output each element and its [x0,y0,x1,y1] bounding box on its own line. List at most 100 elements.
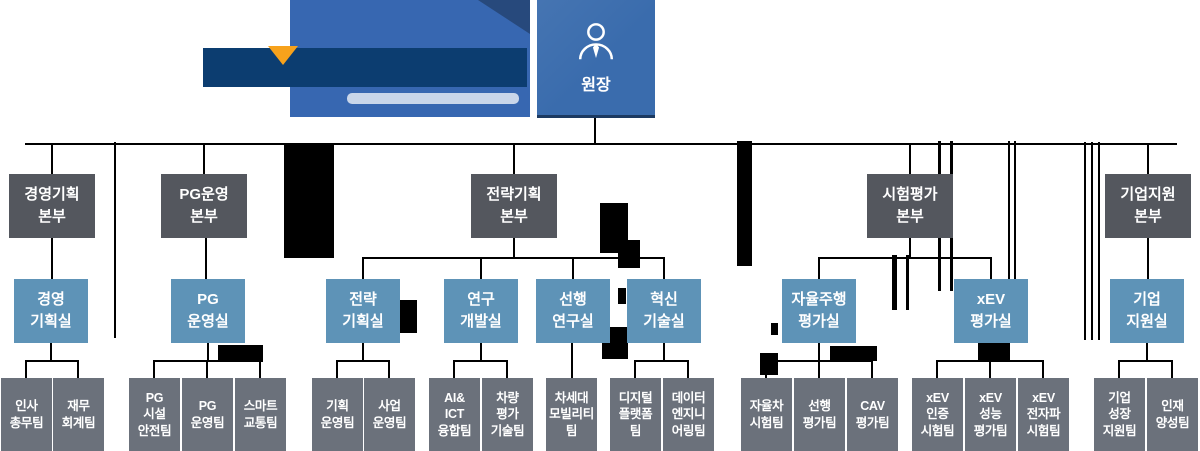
director-box: 원장 [537,0,655,118]
connector-line [453,360,508,362]
render-artifact [1008,141,1010,291]
connector-line [571,343,573,378]
connector-line [1042,361,1044,378]
team-box-ai-ict-convergence: AI& ICT 융합팀 [429,378,480,451]
connector-line [1118,360,1173,362]
render-artifact [906,255,909,310]
connector-line [453,361,455,378]
connector-line [513,238,515,258]
render-artifact [892,255,897,310]
connector-line [663,343,665,361]
connector-line [663,258,665,279]
team-box-digital-platform: 디지털 플랫폼 팀 [610,378,661,451]
connector-line [259,361,261,378]
connector-line [25,361,27,378]
render-artifact [618,288,626,304]
office-box-mgmt-office: 경영 기획실 [14,279,88,343]
connector-line [818,257,992,259]
connector-line [506,361,508,378]
connector-line [818,258,820,279]
connector-line [1147,238,1149,279]
team-box-planning-ops: 기획 운영팀 [312,378,363,451]
render-artifact [284,145,334,258]
connector-line [205,238,207,279]
render-artifact [400,300,417,333]
connector-line [362,257,665,259]
office-box-autonomous-office: 자율주행 평가실 [782,279,856,343]
team-box-next-gen-mobility: 차세대 모빌리티 팀 [546,378,597,451]
connector-line [594,118,596,144]
render-artifact [771,323,778,335]
team-box-xev-performance: xEV 성능 평가팀 [965,378,1016,451]
office-box-biz-support-office: 기업 지원실 [1110,279,1184,343]
connector-line [206,361,208,378]
person-icon [578,23,614,60]
office-box-advanced-research-office: 선행 연구실 [536,279,610,343]
logo-wordmark-bar [203,48,527,87]
connector-line [909,238,911,258]
render-artifact [1091,142,1093,340]
team-box-xev-emc: xEV 전자파 시험팀 [1018,378,1069,451]
connector-line [51,238,53,279]
connector-line [513,144,515,174]
team-box-hr-ga: 인사 총무팀 [1,378,52,451]
connector-line [1146,343,1148,361]
connector-line [51,144,53,174]
hq-box-mgmt: 경영기획 본부 [9,174,95,238]
connector-line [362,258,364,279]
connector-line [818,343,820,361]
connector-line [388,361,390,378]
connector-line [634,360,689,362]
connector-line [1147,144,1149,174]
connector-line [936,361,938,378]
connector-line [871,361,873,378]
connector-line [818,361,820,378]
hq-box-biz-support: 기업지원 본부 [1105,174,1191,238]
connector-line [336,360,390,362]
render-artifact [1084,142,1086,340]
office-box-rnd-office: 연구 개발실 [444,279,518,343]
connector-line [50,343,52,361]
team-box-pg-operations: PG 운영팀 [182,378,233,451]
render-artifact [114,142,116,338]
team-box-xev-certification: xEV 인증 시험팀 [912,378,963,451]
team-box-finance: 재무 회계팀 [53,378,104,451]
connector-line [687,361,689,378]
connector-line [77,361,79,378]
render-artifact [618,240,640,268]
connector-line [572,258,574,279]
connector-line [153,361,155,378]
connector-line [336,361,338,378]
hq-box-pg: PG운영 본부 [161,174,247,238]
render-artifact [830,346,877,361]
hq-box-test-eval: 시험평가 본부 [867,174,953,238]
team-box-biz-growth: 기업 성장 지원팀 [1094,378,1145,451]
office-box-strategy-office: 전략 기획실 [326,279,400,343]
office-box-xev-office: xEV 평가실 [954,279,1028,343]
hq-box-strategy: 전략기획 본부 [471,174,557,238]
team-box-smart-traffic: 스마트 교통팀 [235,378,286,451]
logo-accent-triangle-icon [268,46,298,65]
render-artifact [737,141,752,266]
director-label: 원장 [581,77,611,94]
connector-line [362,343,364,361]
logo-subtitle-bar [347,93,519,104]
render-artifact [978,343,1010,360]
connector-line [25,143,1177,145]
connector-line [1118,361,1120,378]
render-artifact [760,353,778,375]
connector-line [25,360,79,362]
connector-line [1171,361,1173,378]
team-box-vehicle-eval-tech: 차량 평가 기술팀 [482,378,533,451]
team-box-business-ops: 사업 운영팀 [364,378,415,451]
connector-line [909,144,911,174]
render-artifact [218,345,263,362]
connector-line [203,144,205,174]
connector-line [634,361,636,378]
office-box-pg-office: PG 운영실 [171,279,245,343]
team-box-cav-eval: CAV 평가팀 [847,378,898,451]
connector-line [207,343,209,361]
team-box-pg-facility-safety: PG 시설 안전팀 [129,378,180,451]
team-box-talent: 인재 양성팀 [1147,378,1198,451]
connector-line [480,258,482,279]
